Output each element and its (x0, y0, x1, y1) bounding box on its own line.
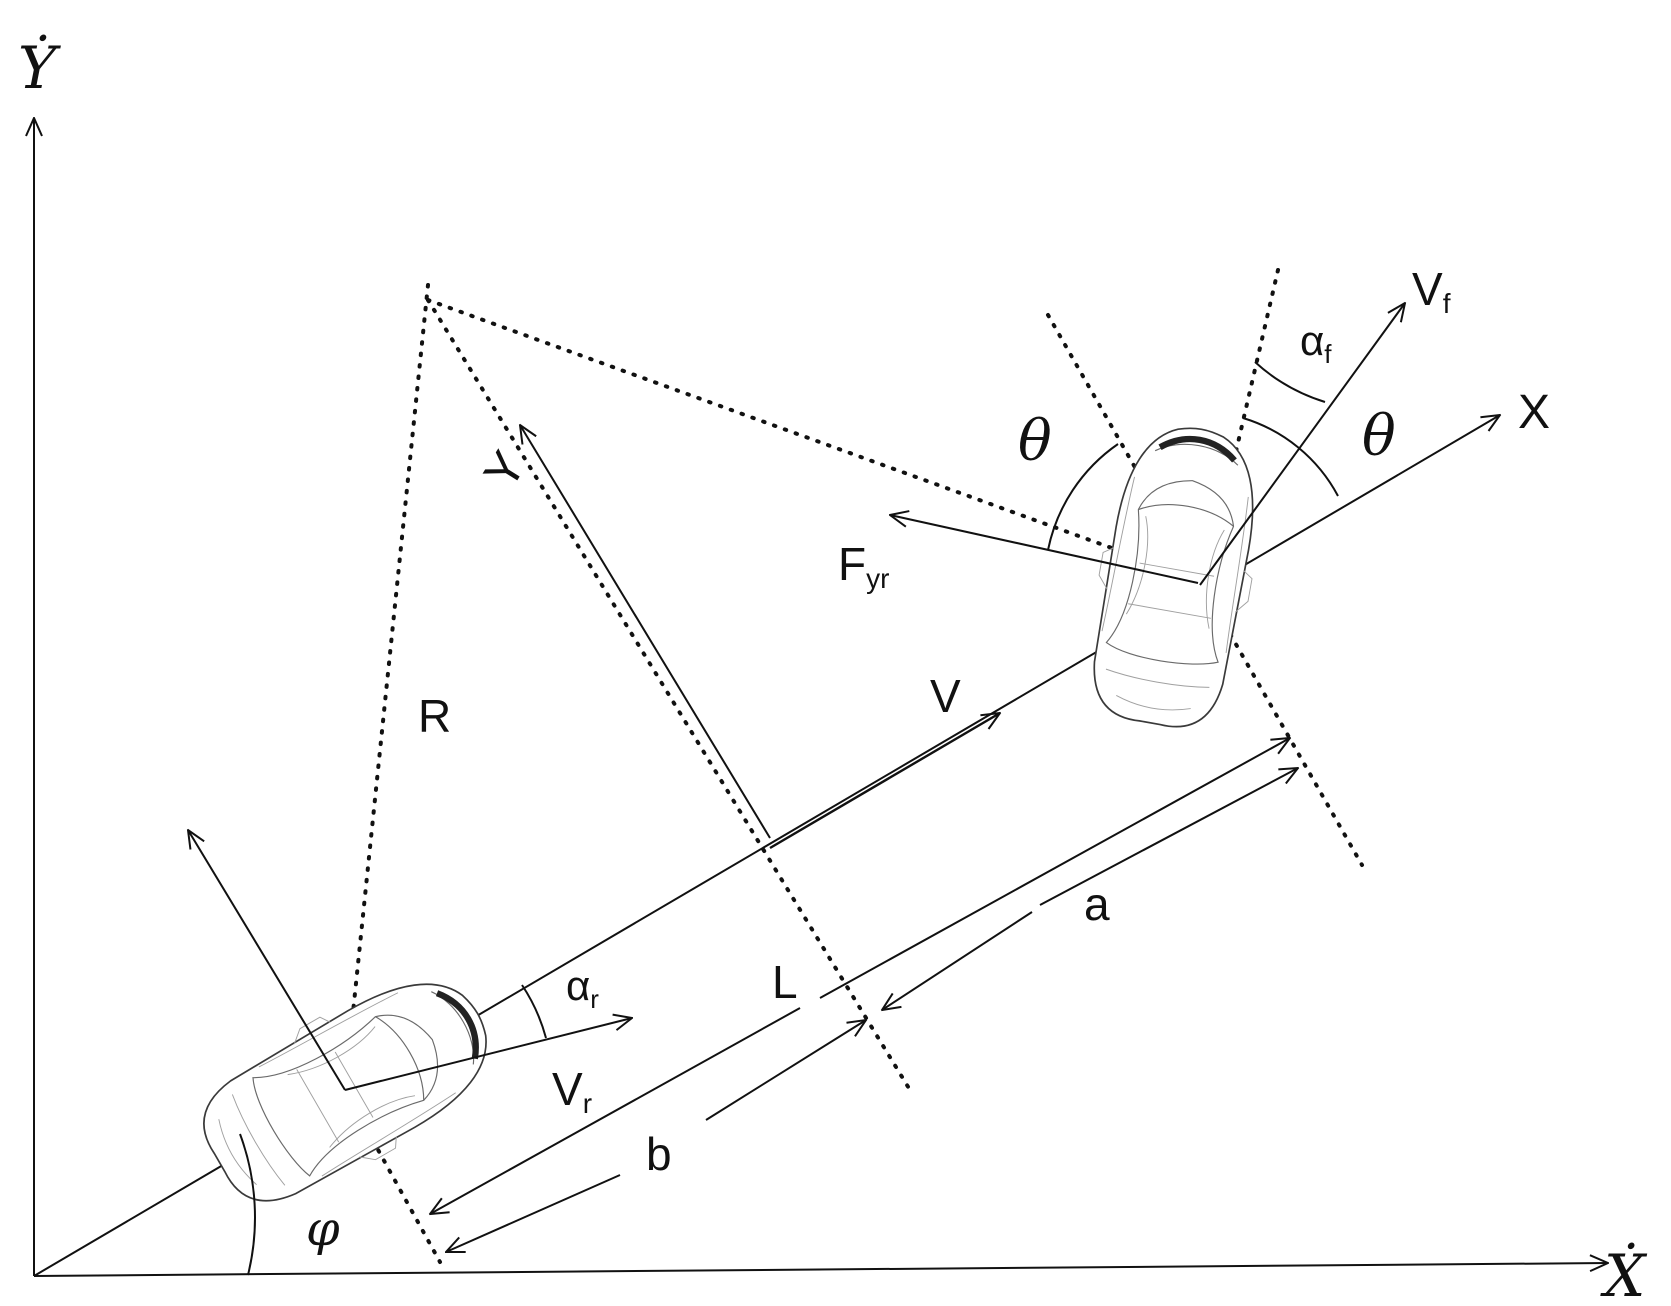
rear-distance-arrow-upper (705, 1020, 866, 1121)
lateral-force-label: Fyr (838, 538, 889, 594)
yaw-angle-label: φ (306, 1201, 340, 1257)
radius-line-front (426, 298, 1202, 582)
velocity-label: V (930, 670, 961, 722)
velocity-arrow (769, 713, 1000, 850)
yaw-angle-arc (239, 1133, 256, 1276)
global-x-axis (33, 1263, 1608, 1277)
front-velocity-arrow (1199, 303, 1405, 586)
front-slip-arc (1254, 361, 1326, 403)
front-distance-arrow-upper (1039, 768, 1298, 906)
global-y-label: Ẏ (18, 34, 61, 102)
rear-slip-label: αr (566, 962, 599, 1014)
global-axes: Ẏ Ẋ (18, 34, 1648, 1306)
front-velocity-label: Vf (1412, 263, 1451, 319)
radius-label: R (418, 690, 451, 742)
front-wheel-normal (1046, 313, 1364, 867)
front-distance-arrow-lower (882, 911, 1033, 1010)
theta-left-label: θ (1018, 409, 1052, 474)
rear-velocity-label: Vr (552, 1063, 592, 1119)
theta-left-arc (1047, 443, 1119, 551)
body-y-label: Y (474, 443, 536, 498)
wheelbase-dim-upper (819, 738, 1290, 999)
rear-distance-arrow-lower (446, 1174, 621, 1252)
rear-heading-arrow (188, 830, 346, 1091)
rear-vehicle-icon (182, 948, 516, 1228)
theta-right-arc (1242, 417, 1339, 497)
body-x-label: X (1518, 386, 1550, 439)
center-normal-line (426, 298, 912, 1092)
rear-velocity-arrow (344, 1018, 632, 1091)
front-slip-label: αf (1300, 317, 1332, 369)
front-vehicle-icon (1075, 416, 1276, 736)
rear-slip-arc (521, 984, 547, 1039)
radius-line-rear (343, 283, 430, 1092)
wheelbase-label: L (772, 956, 798, 1008)
rear-distance-label: b (646, 1128, 672, 1180)
theta-right-label: θ (1362, 404, 1396, 469)
wheelbase-dim-lower (430, 1007, 801, 1214)
lateral-force-arrow (890, 515, 1199, 584)
construction-lines (343, 268, 1364, 1264)
front-distance-label: a (1084, 878, 1110, 930)
body-y-axis (520, 425, 771, 839)
global-x-label: Ẋ (1600, 1242, 1648, 1306)
